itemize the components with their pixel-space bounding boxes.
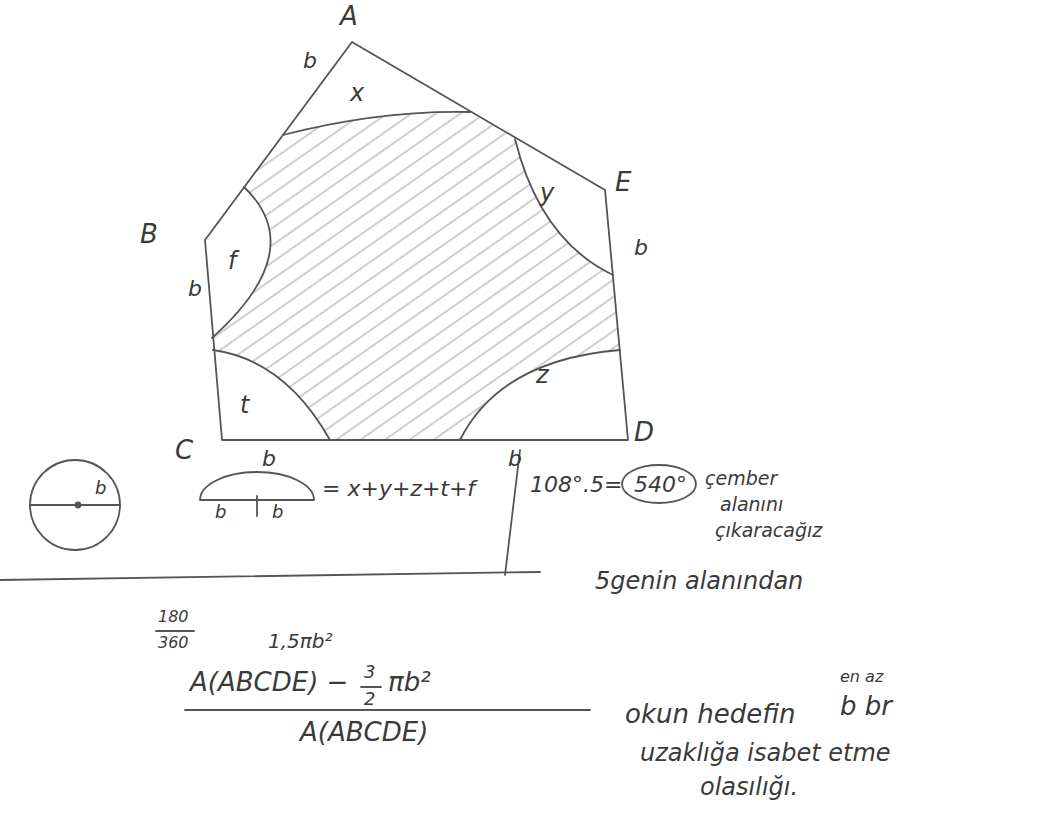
fraction-text: 180: [158, 608, 189, 626]
fraction-text: A(ABCDE): [300, 718, 428, 748]
fraction-bar: [185, 709, 590, 711]
circle-sketch: [30, 460, 120, 550]
fraction-text: 3: [364, 662, 375, 683]
region-label: y: [540, 180, 554, 208]
region-label: f: [228, 248, 236, 276]
fraction-text: 2: [364, 689, 375, 710]
note-text: uzaklığa isabet etme: [640, 740, 891, 768]
corner-arc: [460, 350, 620, 440]
note-text: b br: [840, 692, 892, 722]
fraction-text: 360: [158, 634, 189, 652]
formula-text: 108°.5=: [530, 472, 622, 497]
pentagon: [205, 42, 628, 440]
side-label: b: [303, 48, 317, 73]
side-label: b: [262, 446, 276, 471]
region-label: x: [350, 80, 364, 108]
note-text: 5genin alanından: [595, 568, 803, 596]
fraction-text: 1,5πb²: [268, 630, 333, 653]
side-label: b: [95, 478, 106, 499]
center-dot: [76, 503, 81, 508]
divider: [0, 572, 540, 580]
vertex-label: E: [615, 168, 631, 198]
fraction-bar: [156, 630, 194, 632]
region-label: t: [240, 392, 249, 420]
note-text: çember: [705, 468, 777, 490]
vertex-label: C: [175, 436, 193, 466]
fraction-bar: [361, 686, 381, 688]
shaded-region: [212, 112, 620, 440]
region-label: z: [536, 362, 549, 390]
formula-text: 540°: [634, 472, 687, 497]
note-text: çıkaracağız: [715, 520, 822, 542]
circled-mark: [622, 465, 696, 503]
fraction-text: A(ABCDE) −: [190, 668, 348, 698]
vertex-label: D: [634, 418, 654, 448]
side-label: b: [215, 502, 226, 523]
corner-arc: [515, 139, 613, 275]
vertex-label: A: [340, 2, 358, 32]
corner-arc: [283, 112, 470, 135]
note-text: olasılığı.: [700, 774, 798, 802]
side-label: b: [508, 446, 522, 471]
corner-arc: [213, 350, 330, 440]
note-text: alanını: [720, 494, 783, 516]
note-text: okun hedefin: [625, 700, 795, 730]
formula-text: = x+y+z+t+f: [322, 476, 475, 501]
corner-arc: [212, 187, 271, 338]
center-tick: [256, 496, 258, 516]
note-text: en az: [840, 668, 883, 686]
side-label: b: [188, 276, 202, 301]
fraction-text: πb²: [388, 668, 431, 698]
side-label: b: [272, 502, 283, 523]
vertex-label: B: [140, 220, 158, 250]
side-label: b: [634, 235, 648, 260]
